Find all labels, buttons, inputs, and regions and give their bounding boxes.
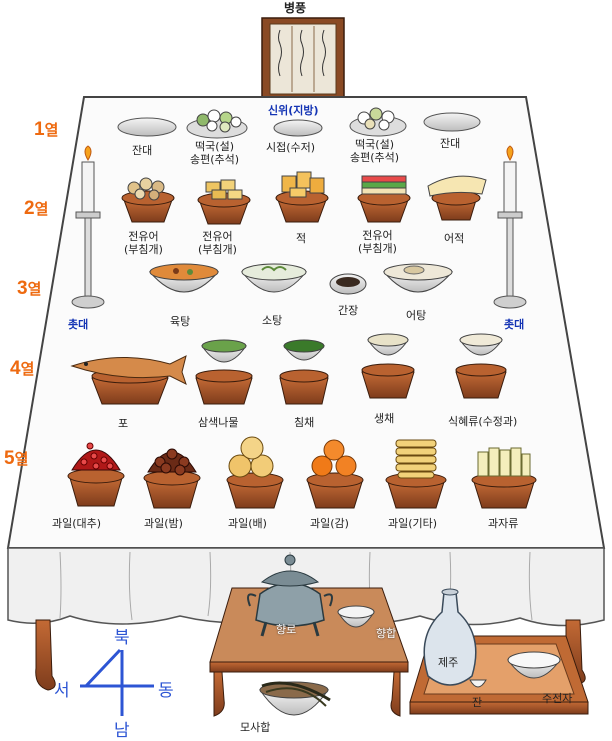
label-jujube: 과일(대추) [52,517,102,530]
sikhye-bowl [455,333,507,399]
label-dried-fish: 포 [118,417,129,430]
meat-soup-bowl [148,263,220,293]
label-skewer: 적 [296,232,307,245]
label-confectionery: 과자류 [488,517,519,530]
label-kettle: 주전자 [542,692,573,705]
label-cup-stand-left: 잔대 [132,144,153,157]
label-spoon-dish: 시접(수저) [266,141,316,154]
chestnut-stand [143,448,201,509]
label-rice-cake-soup-right: 떡국(설)송편(추석) [350,138,400,164]
row-label-4: 4열 [10,358,35,379]
cup-stand-left [117,117,177,137]
screen-title: 병풍 [284,1,307,15]
label-vegetable-soup: 소탕 [262,314,283,327]
cup-stand-right [423,112,481,132]
wine-cup [469,679,487,688]
label-mosa-bowl: 모사합 [240,721,271,734]
kettle-bowl [507,651,561,679]
row-label-2: 2열 [24,198,49,219]
ancestor-tablet-label: 신위(지방) [268,104,319,117]
three-color-herbs-bowl [195,339,253,405]
label-soy-sauce: 간장 [338,304,359,317]
label-other-fruit: 과일(기타) [388,517,438,530]
liquor-bottle [423,588,477,686]
spoon-dish [273,119,323,137]
pancake-plate-1 [121,177,175,223]
other-fruit-stand [385,439,447,509]
compass-west: 서 [54,681,70,701]
row-label-5: 5열 [4,448,29,469]
label-wine-cup: 잔 [472,696,483,709]
label-raw-salad: 생채 [374,412,395,425]
skewer-plate [275,171,329,223]
compass-lines [80,648,154,716]
raw-salad-bowl [361,333,415,399]
table-leg-left [35,619,56,691]
label-rice-cake-soup-left: 떡국(설)송편(추석) [190,140,240,166]
label-liquor-bottle: 제주 [438,656,459,669]
label-pear: 과일(배) [228,517,267,530]
compass-south: 남 [114,721,130,741]
mosa-bowl [259,681,331,716]
label-three-color-herbs: 삼색나물 [198,416,239,429]
label-kimchi: 침채 [294,416,315,429]
compass-east: 동 [158,681,174,701]
row-label-3: 3열 [17,278,42,299]
pancake-plate-2 [197,179,251,225]
label-sikhye: 식혜류(수정과) [448,415,518,428]
label-fish-soup: 어탕 [406,309,427,322]
label-candle-right: 촛대 [504,318,525,331]
label-fish-skewer: 어적 [444,232,465,245]
rice-cake-soup-right [349,107,407,137]
fish-soup-bowl [382,263,454,293]
label-pancake-3: 전유어(부침개) [358,229,397,255]
label-pancake-1: 전유어(부침개) [124,230,163,256]
label-pancake-2: 전유어(부침개) [198,230,237,256]
folding-screen [261,17,345,99]
compass-north: 북 [114,628,130,648]
rice-cake-soup-left [186,109,248,139]
label-chestnut: 과일(밤) [144,517,183,530]
vegetable-soup-bowl [240,263,308,293]
incense-box [337,605,375,628]
persimmon-stand [306,439,364,509]
row-label-1: 1열 [34,119,59,140]
dried-fish-stand [70,355,187,405]
label-incense-box: 향합 [376,627,397,640]
label-persimmon: 과일(감) [310,517,349,530]
confectionery-stand [471,447,537,509]
label-cup-stand-right: 잔대 [440,137,461,150]
pancake-plate-3 [357,175,411,223]
jujube-stand [67,442,125,507]
label-meat-soup: 육탕 [170,315,191,328]
candle-right [493,145,527,309]
soy-sauce-dish [329,273,367,295]
candle-left [71,145,105,309]
fish-skewer-plate [427,175,487,221]
pear-stand [226,436,284,509]
label-incense-burner: 향로 [276,623,297,636]
kimchi-bowl [279,339,329,405]
label-candle-left: 촛대 [68,318,89,331]
incense-burner [247,554,333,637]
